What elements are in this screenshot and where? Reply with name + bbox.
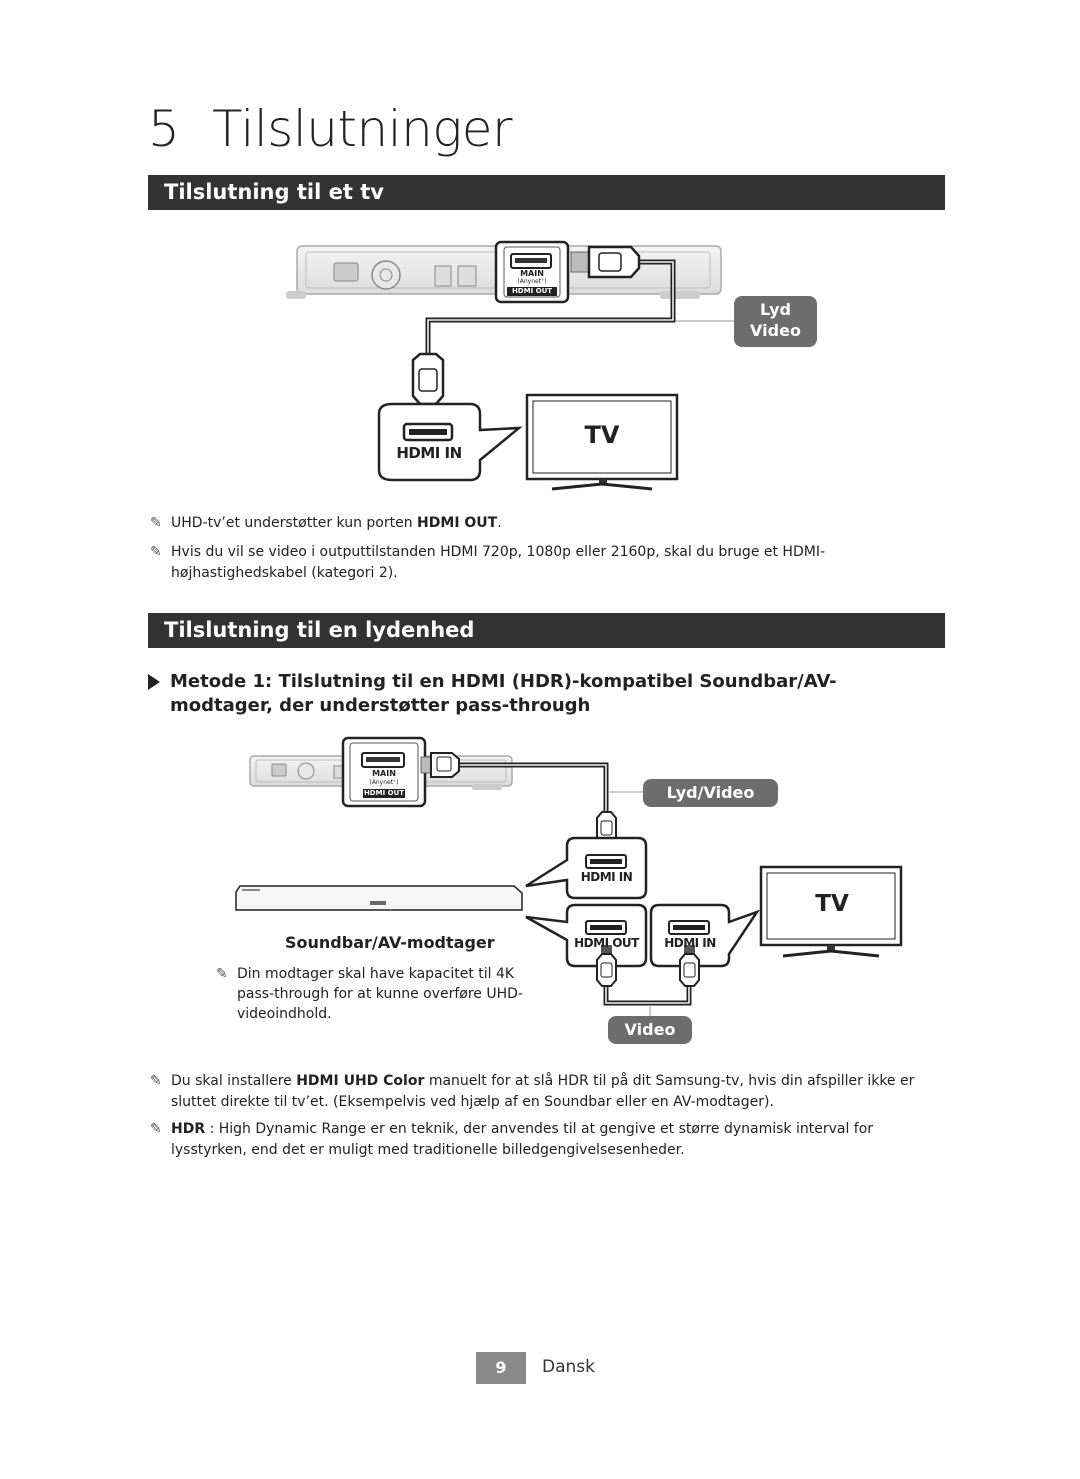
section-title-tv: Tilslutning til et tv [148,175,945,210]
note-hdr: ✎ HDR : High Dynamic Range er en teknik,… [150,1119,930,1161]
note-text-end: : High Dynamic Range er en teknik, der a… [171,1121,874,1158]
signal-label-audio: Lyd [760,300,791,319]
note-hdmi-uhd-color: ✎ Du skal installere HDMI UHD Color manu… [150,1071,930,1113]
note-text-end: manuelt for at slå HDR til på dit Samsun… [171,1073,915,1110]
receiver-in-label: HDMI IN [580,870,633,884]
pencil-icon: ✎ [150,1121,162,1137]
player-port-label: HDMI OUT [511,287,553,295]
method-text: Metode 1: Tilslutning til en HDMI (HDR)-… [170,671,837,716]
receiver-hdmi-in-callout [525,836,648,900]
note-text: Hvis du vil se video i outputtilstanden … [171,544,826,581]
hdmi-plug-receiver-in [596,811,617,845]
note-text: UHD-tv’et understøtter kun porten [171,515,418,531]
hdmi-plug-tv-in [679,945,700,987]
player-port-label-2: HDMI OUT [363,789,405,797]
hdmi-in-callout [377,402,523,482]
signal-badge-audio-video-2: Lyd/Video [643,779,778,807]
page-language: Dansk [542,1357,595,1377]
receiver-label: Soundbar/AV-modtager [285,933,495,952]
chapter-title: Tilslutninger [212,100,513,158]
page-number: 9 [476,1352,526,1384]
pencil-icon: ✎ [216,966,228,982]
signal-badge-audio-video: Lyd Video [734,296,817,347]
note-uhd-tv: ✎ UHD-tv’et understøtter kun porten HDMI… [150,513,930,534]
hdmi-plug-receiver-out [596,945,617,987]
hdmi-plug-player-2 [420,752,460,778]
hdmi-plug-player [570,245,641,279]
section-title-audio: Tilslutning til en lydenhed [148,613,945,648]
note-hdmi-cable: ✎ Hvis du vil se video i outputtilstande… [150,542,930,584]
signal-label-video: Video [750,321,801,340]
note-text-end: . [497,515,502,531]
player-port-sub-2: (Anynet⁺) [369,779,399,786]
chapter-number: 5 [148,100,180,158]
method-heading: Metode 1: Tilslutning til en HDMI (HDR)-… [148,670,918,718]
arrow-right-icon [148,674,160,690]
note-text: Du skal installere [171,1073,297,1089]
soundbar-icon [235,885,523,911]
receiver-note: ✎ Din modtager skal have kapacitet til 4… [216,964,526,1024]
player-port-sub: (Anynet⁺) [517,278,547,285]
receiver-out-label: HDMI OUT [574,936,639,950]
receiver-note-text: Din modtager skal have kapacitet til 4K … [237,966,523,1022]
pencil-icon: ✎ [150,544,162,560]
tv-port-label: HDMI IN [396,444,462,462]
player-port-main-2: MAIN [372,769,396,778]
note-bold: HDR [171,1121,206,1137]
pencil-icon: ✎ [150,1073,162,1089]
note-bold: HDMI OUT [417,515,498,531]
tv-label: TV [584,421,620,449]
tv-label-2: TV [815,891,849,917]
hdmi-plug-tv [411,352,445,411]
signal-badge-video: Video [608,1016,692,1044]
note-bold: HDMI UHD Color [296,1073,425,1089]
pencil-icon: ✎ [150,515,162,531]
player-port-main: MAIN [520,269,544,278]
tv-in-label: HDMI IN [664,936,716,950]
